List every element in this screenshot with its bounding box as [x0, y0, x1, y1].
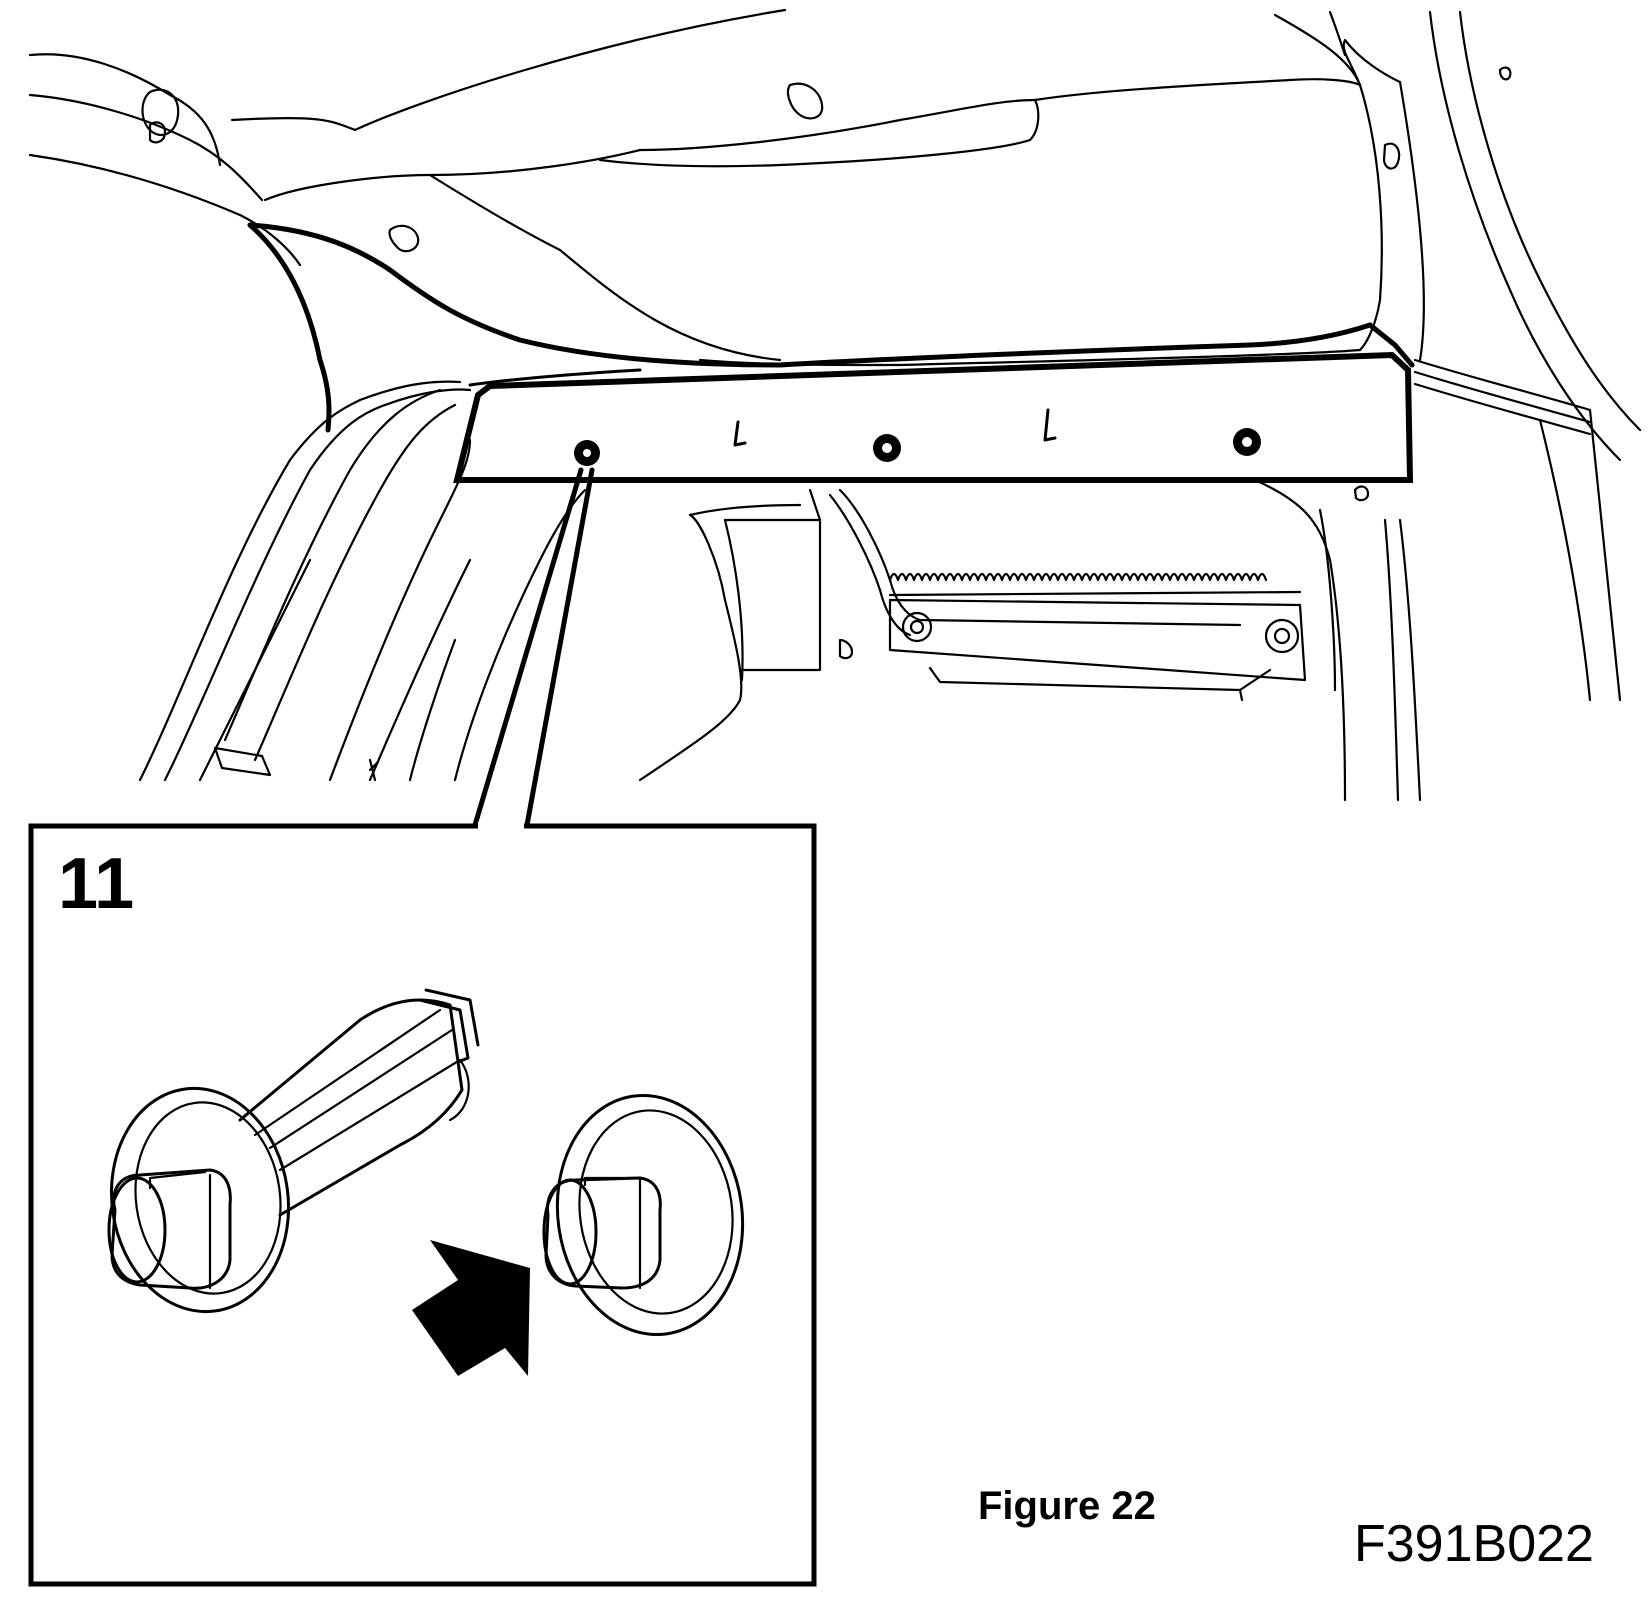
- pushed-clip-icon: [542, 1093, 745, 1337]
- callout-number: 11: [58, 844, 135, 924]
- parcel-shelf-trim-panel: [247, 222, 1415, 502]
- weather-strip: [888, 572, 1302, 597]
- right-pillar: [1383, 10, 1642, 802]
- figure-caption: Figure 22: [978, 1484, 1156, 1528]
- boot-floor-area: [638, 478, 1347, 802]
- push-in-clip-icon: [107, 988, 480, 1314]
- left-seatbelt-area: [138, 380, 587, 782]
- figure-code: F391B022: [1354, 1515, 1594, 1573]
- insertion-arrow-icon: [412, 1240, 530, 1376]
- detail-inset: [28, 822, 817, 1587]
- callout-leader: [472, 467, 595, 828]
- roof-structure: [28, 8, 1402, 367]
